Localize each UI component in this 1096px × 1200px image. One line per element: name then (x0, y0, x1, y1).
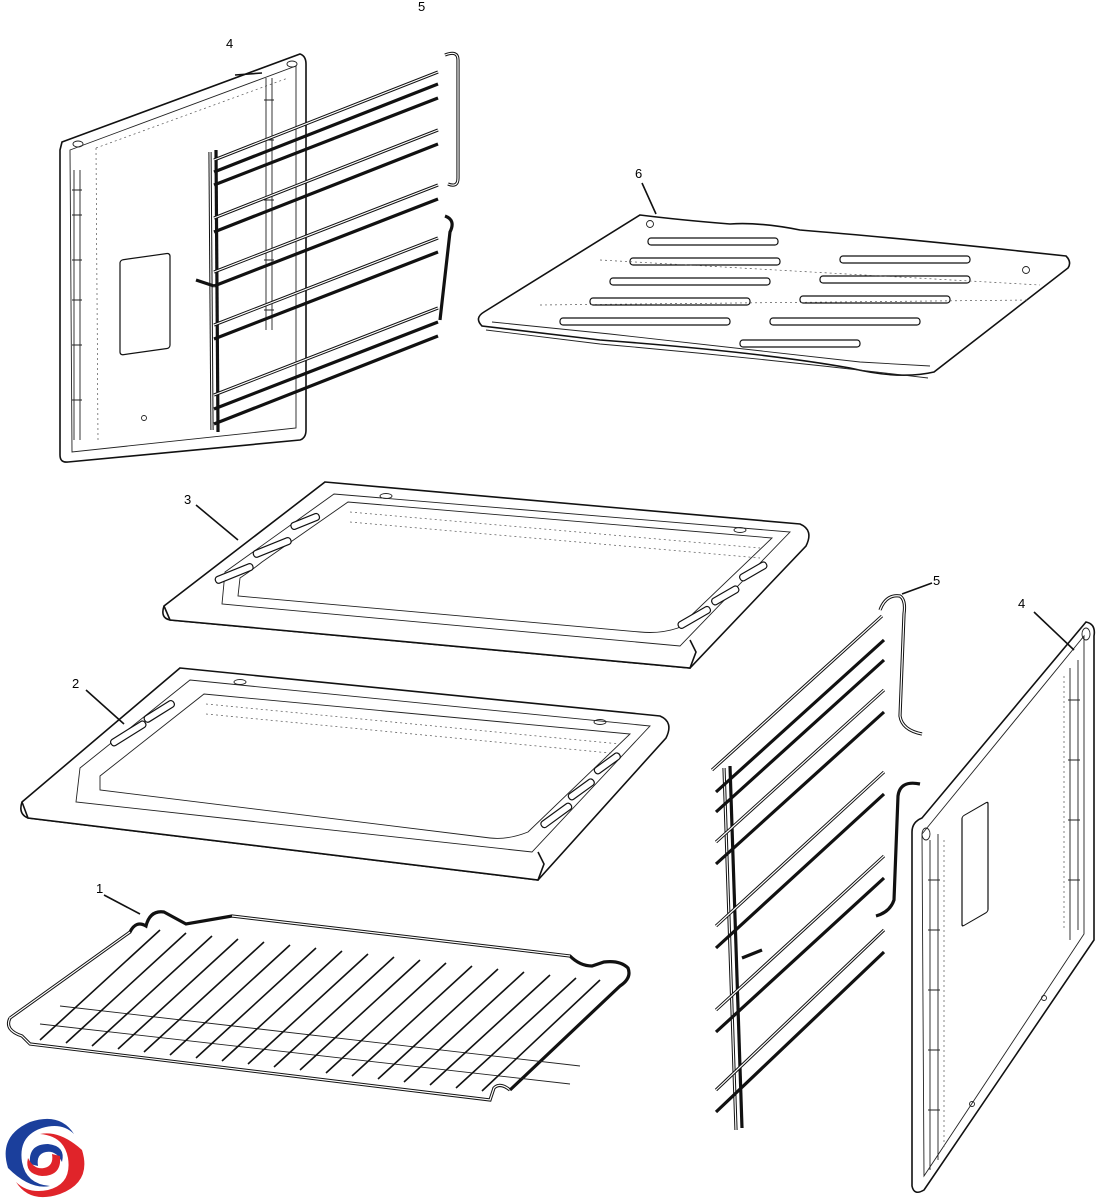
callout-3-deep-tray: 3 (184, 492, 192, 507)
part-5-right-shelf-runner (710, 582, 933, 1131)
callout-5-right-runner: 5 (933, 573, 941, 588)
part-4-left-side-panel (59, 53, 307, 463)
part-5-left-shelf-runner (195, 51, 460, 433)
brand-swirl-logo (5, 1118, 85, 1198)
callout-6-base-plate: 6 (635, 166, 643, 181)
callout-4-right-panel: 4 (1018, 596, 1026, 611)
callout-2-shallow-tray: 2 (72, 676, 80, 691)
part-6-base-plate (477, 182, 1071, 379)
right-runner-rails (710, 614, 886, 1114)
wire-shelf-bars (39, 929, 601, 1092)
callout-5-left-runner: 5 (418, 0, 426, 14)
part-2-shallow-tray (20, 667, 670, 881)
base-plate-vent-slots (559, 237, 971, 348)
part-1-wire-shelf (6, 894, 631, 1102)
callout-1-wire-shelf: 1 (96, 881, 104, 896)
callout-4-left-panel: 4 (226, 36, 234, 51)
part-4-right-side-panel (911, 611, 1096, 1194)
part-3-deep-tray (162, 481, 810, 669)
